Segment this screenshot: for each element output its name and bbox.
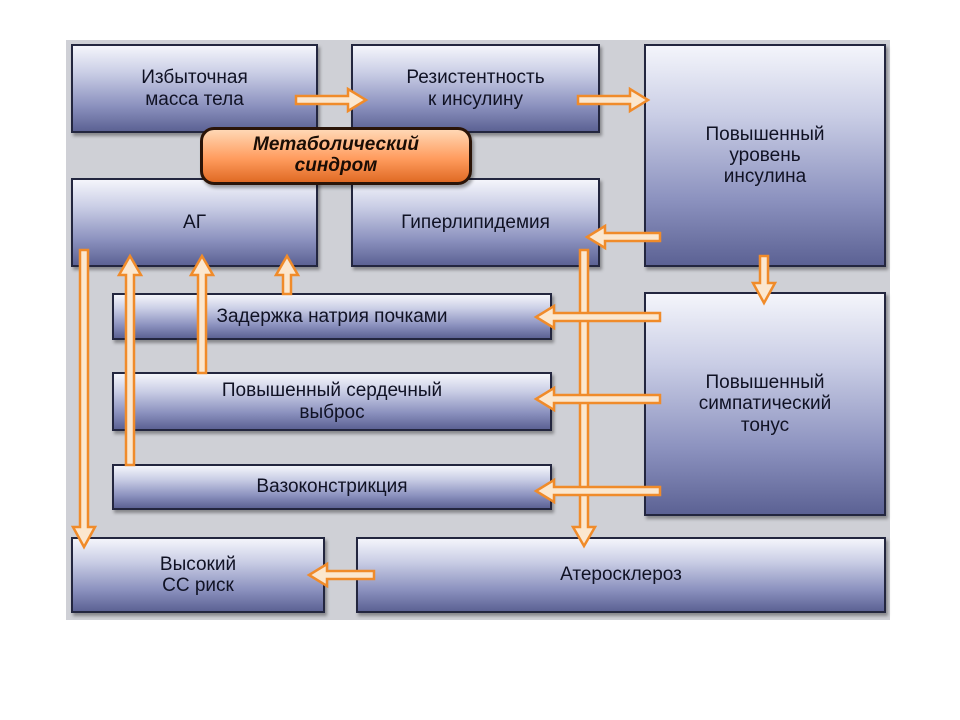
arrow-sympathetic-to-sodium	[533, 303, 662, 331]
box-vasoconstriction-label: Вазоконстрикция	[256, 476, 408, 498]
box-excess-weight-label: Избыточная масса тела	[141, 67, 248, 110]
box-atherosclerosis: Атеросклероз	[356, 537, 886, 613]
box-high-cv-risk-label: Высокий СС риск	[159, 553, 237, 596]
arrow-sympathetic-to-vasoconstriction	[533, 477, 662, 505]
arrow-weight-to-resistance	[294, 86, 369, 114]
arrow-insulin-to-sympathetic	[750, 254, 778, 306]
box-hyperlipidemia-label: Гиперлипидемия	[401, 211, 550, 233]
box-high-cv-risk: Высокий СС риск	[71, 537, 325, 613]
box-sodium-retention: Задержка натрия почками	[112, 293, 552, 340]
box-hyperlipidemia: Гиперлипидемия	[351, 178, 600, 267]
arrow-up-ag-1	[116, 253, 144, 467]
box-insulin-resistance-label: Резистентность к инсулину	[406, 67, 545, 110]
box-sympathetic-tone-label: Повышенный симпатический тонус	[698, 372, 832, 436]
box-high-insulin: Повышенный уровень инсулина	[644, 44, 886, 267]
arrow-insulin-to-hyperlipidemia	[584, 223, 662, 251]
metabolic-syndrome-label: Метаболический синдром	[253, 134, 419, 176]
box-sympathetic-tone: Повышенный симпатический тонус	[644, 292, 886, 516]
arrow-up-ag-3	[273, 253, 301, 296]
box-cardiac-output: Повышенный сердечный выброс	[112, 372, 552, 431]
box-atherosclerosis-label: Атеросклероз	[560, 564, 682, 586]
box-high-insulin-label: Повышенный уровень инсулина	[705, 123, 825, 188]
arrow-resistance-to-insulin	[576, 86, 651, 114]
arrow-up-ag-2	[188, 253, 216, 375]
box-insulin-resistance: Резистентность к инсулину	[351, 44, 600, 133]
metabolic-syndrome-badge: Метаболический синдром	[200, 127, 472, 185]
box-ag: АГ	[71, 178, 318, 267]
arrow-ag-to-risk	[70, 248, 98, 550]
box-cardiac-output-label: Повышенный сердечный выброс	[221, 380, 443, 423]
box-excess-weight: Избыточная масса тела	[71, 44, 318, 133]
box-vasoconstriction: Вазоконстрикция	[112, 464, 552, 510]
arrow-sympathetic-to-cardiac	[533, 385, 662, 413]
box-sodium-retention-label: Задержка натрия почками	[216, 305, 448, 327]
box-ag-label: АГ	[183, 211, 206, 233]
arrow-atherosclerosis-to-risk	[306, 561, 376, 589]
